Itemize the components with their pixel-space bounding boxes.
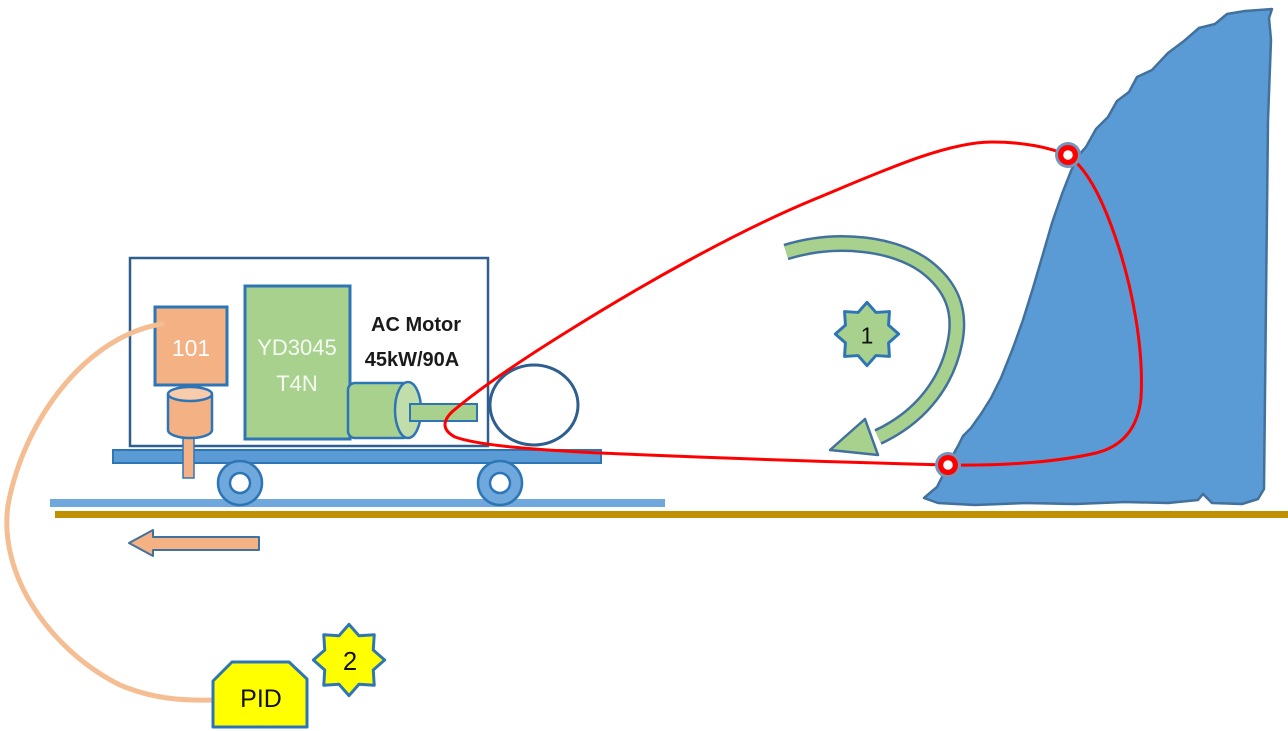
callout-badge-1: 1 bbox=[833, 300, 901, 368]
star-icon bbox=[311, 622, 387, 698]
cable-drum bbox=[488, 363, 580, 447]
cart: 101 YD3045 T4N AC Motor 45kW/90A bbox=[112, 256, 602, 507]
motor-name-label: AC Motor bbox=[371, 314, 461, 336]
sensor-box bbox=[153, 305, 229, 387]
sensor-cylinder-top bbox=[166, 385, 214, 403]
sensor-box-label: 101 bbox=[172, 335, 210, 361]
callout-2-number: 2 bbox=[343, 648, 357, 676]
motor-rating-label: 45kW/90A bbox=[365, 349, 460, 371]
feedback-signal-cable bbox=[4, 321, 217, 703]
cart-wheel-right bbox=[476, 459, 524, 507]
ground-line bbox=[55, 511, 1288, 518]
cart-platform bbox=[112, 449, 602, 464]
cable-loop bbox=[443, 140, 1143, 467]
sensor-cylinder bbox=[166, 394, 214, 440]
star-icon bbox=[833, 300, 901, 368]
callout-badge-2: 2 bbox=[311, 622, 387, 698]
callout-1-number: 1 bbox=[861, 323, 874, 349]
cart-wheel-left bbox=[216, 459, 264, 507]
motor-shaft bbox=[409, 403, 478, 422]
vfd-label-line2: T4N bbox=[276, 371, 318, 396]
rock-face bbox=[922, 7, 1274, 507]
pid-box bbox=[211, 660, 309, 729]
anchor-pulley-marker-bottom bbox=[935, 452, 961, 478]
rotation-arrow-icon bbox=[783, 235, 966, 457]
anchor-pulley-marker-top bbox=[1055, 142, 1081, 168]
pid-controller: PID bbox=[211, 660, 309, 729]
pid-label: PID bbox=[240, 685, 282, 713]
vfd-label-line1: YD3045 bbox=[257, 335, 337, 360]
rail bbox=[50, 499, 665, 507]
sensor-stem bbox=[182, 435, 195, 479]
vfd-box bbox=[243, 284, 352, 441]
direction-arrow-icon bbox=[128, 529, 260, 557]
